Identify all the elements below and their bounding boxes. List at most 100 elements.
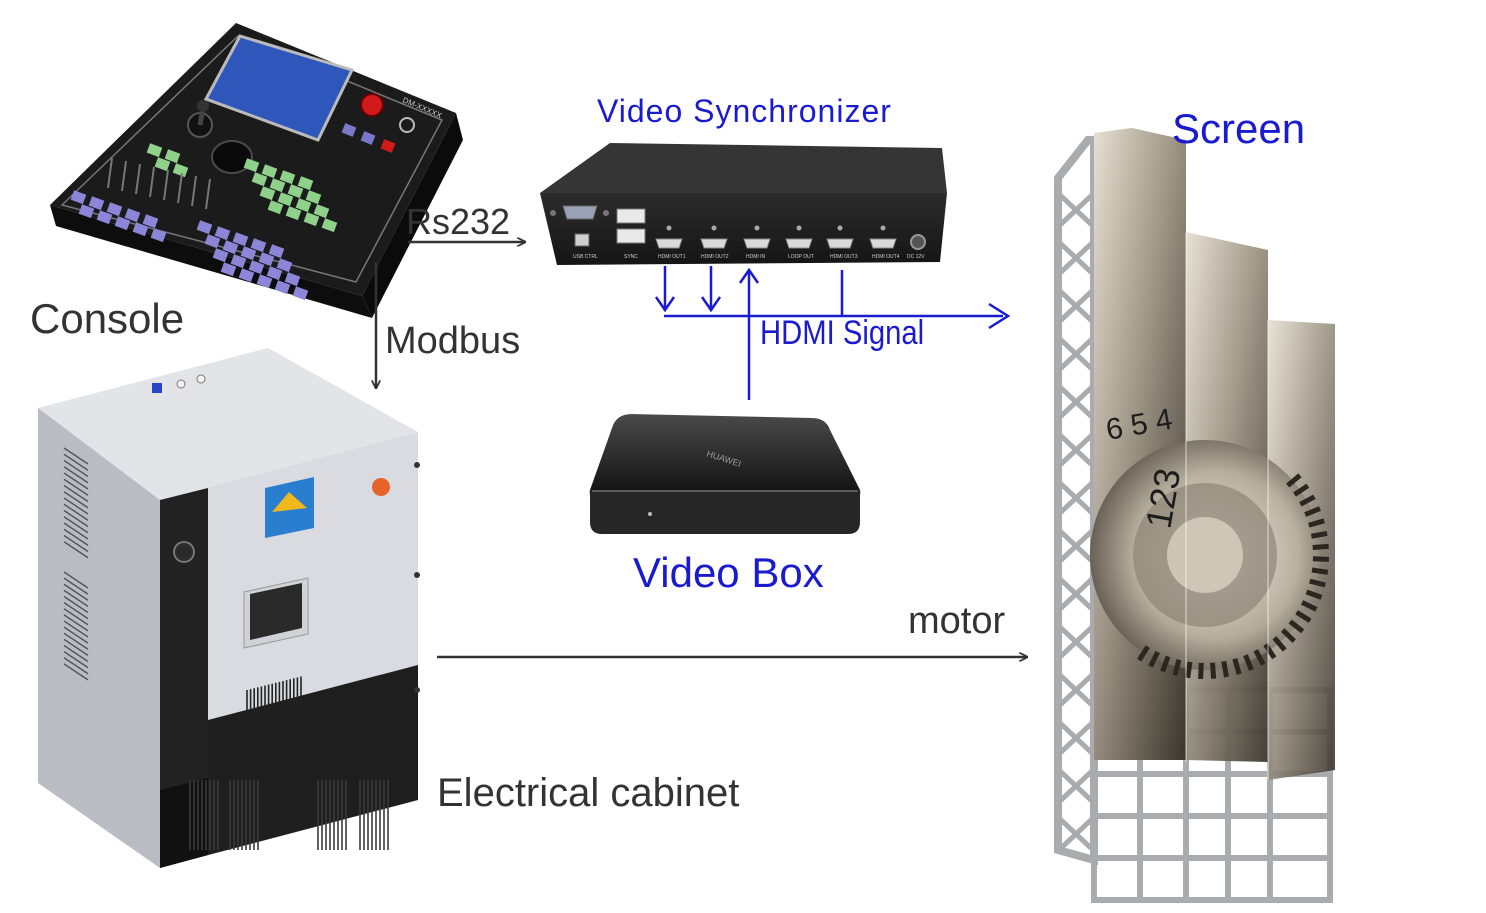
truss-cell	[1137, 813, 1189, 861]
led-screen-tower-icon: 6 5 4 123	[1054, 128, 1335, 903]
truss-cell	[1225, 771, 1273, 819]
dial-tooth	[1185, 661, 1193, 679]
truss-brace	[1058, 193, 1094, 227]
console-key	[285, 206, 302, 221]
dial-tooth	[1293, 483, 1310, 497]
port-label: HDMI OUT4	[872, 254, 900, 260]
dial-tooth	[1198, 662, 1204, 680]
vent-slot	[63, 651, 89, 669]
console-key	[321, 218, 338, 233]
console-key	[303, 212, 320, 227]
dial-tooth	[1288, 619, 1305, 634]
console-key	[277, 192, 294, 207]
console-key	[284, 272, 301, 287]
vent-slot	[63, 626, 89, 644]
motor-label: motor	[908, 600, 1006, 642]
dial-tooth	[1148, 650, 1160, 668]
truss-cell	[1267, 855, 1333, 903]
vent-slot	[63, 497, 89, 515]
vent-slot	[63, 663, 89, 681]
console-key	[266, 266, 283, 281]
video-box-device-icon: HUAWEI	[589, 414, 861, 534]
console-key	[232, 232, 249, 247]
vent-slot	[63, 466, 89, 484]
vent-slot	[63, 644, 89, 663]
truss-brace	[1058, 817, 1094, 851]
dial-tooth	[1172, 659, 1182, 676]
console-key	[96, 210, 113, 225]
console-device-icon: DM-XXXXX	[50, 23, 463, 318]
console-key	[251, 172, 268, 187]
vent-slot	[63, 472, 89, 490]
console-key	[238, 268, 255, 283]
port-label: SYNC	[624, 254, 638, 260]
dial-tooth	[1263, 643, 1277, 660]
vent-slot	[63, 632, 89, 650]
vent-slot	[63, 595, 89, 614]
console-key	[258, 252, 275, 267]
rs232-label: Rs232	[406, 201, 511, 242]
dial-tooth	[1300, 600, 1318, 612]
dial-tooth	[1304, 506, 1321, 517]
truss-brace	[1058, 433, 1094, 467]
console-key	[114, 216, 131, 231]
console-key	[106, 202, 123, 217]
console-key	[132, 222, 149, 237]
vent-slot	[63, 491, 89, 509]
dial-tooth	[1309, 578, 1326, 588]
console-key	[295, 198, 312, 213]
console-key	[313, 204, 330, 219]
dial-tooth	[1232, 658, 1242, 675]
port-label: DC 12V	[907, 254, 925, 260]
synchronizer-port-labels: USB CTRL SYNC HDMI OUT1 HDMI OUT2 HDMI I…	[573, 254, 925, 260]
vent-slot	[63, 503, 89, 521]
electrical-cabinet-device-icon	[38, 348, 420, 868]
vent-slot	[63, 589, 89, 607]
dial-tooth	[1160, 655, 1171, 673]
console-key	[240, 246, 257, 261]
console-key	[256, 274, 273, 289]
port-led	[711, 225, 717, 231]
vent-slot	[63, 571, 89, 589]
console-key	[259, 186, 276, 201]
truss-cell	[1183, 771, 1231, 819]
truss-brace	[1058, 529, 1094, 563]
console-key	[146, 143, 163, 158]
truss-cell	[1091, 813, 1143, 861]
console-key	[78, 204, 95, 219]
dial-tooth	[1311, 567, 1329, 575]
console-key	[292, 286, 309, 301]
truss-brace	[1058, 385, 1094, 419]
truss-brace	[1058, 337, 1094, 371]
port-led	[837, 225, 843, 231]
truss-brace	[1058, 721, 1094, 755]
dial-tooth	[1243, 654, 1254, 671]
console-key	[124, 208, 141, 223]
dial-tooth	[1312, 543, 1329, 550]
truss-cell	[1267, 813, 1333, 861]
console-key	[279, 170, 296, 185]
truss-cell	[1137, 855, 1189, 903]
console-fader	[149, 166, 155, 198]
vent-slot	[63, 602, 89, 620]
dial-tooth	[1286, 473, 1302, 488]
dial-tooth	[1280, 628, 1296, 643]
video-synchronizer-device-icon: USB CTRL SYNC HDMI OUT1 HDMI OUT2 HDMI I…	[540, 143, 947, 265]
console-key	[222, 240, 239, 255]
hdmi-port	[826, 238, 854, 249]
console-key	[287, 184, 304, 199]
dial-tooth	[1137, 645, 1150, 662]
vent-slot	[63, 608, 89, 626]
console-key	[274, 280, 291, 295]
video-synchronizer-label: Video Synchronizer	[597, 93, 892, 129]
dial-tooth	[1210, 662, 1217, 679]
hdmi-signal-label: HDMI Signal	[760, 314, 925, 352]
console-key	[261, 164, 278, 179]
vent-slot	[63, 478, 89, 496]
port-label: USB CTRL	[573, 254, 598, 260]
console-key	[70, 190, 87, 205]
console-key	[243, 158, 260, 173]
truss-cell	[1225, 813, 1273, 861]
console-key	[142, 214, 159, 229]
dial-tooth	[1312, 556, 1330, 562]
